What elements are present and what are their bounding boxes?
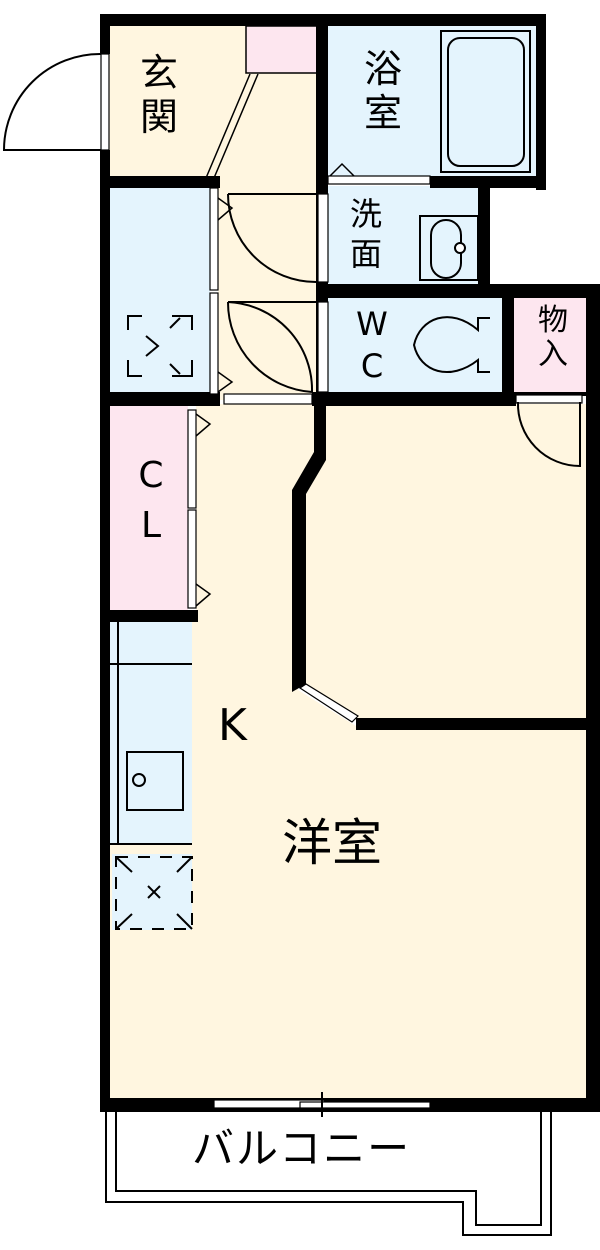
washroom-label-line2: 面	[349, 235, 382, 273]
laundry-area-floor	[110, 188, 210, 394]
closet-label-line1: C	[138, 455, 164, 496]
bathroom-label: 浴 室	[358, 50, 408, 132]
closet-floor	[110, 406, 188, 610]
closet-door-marks	[195, 413, 212, 607]
walls	[100, 14, 600, 1112]
hall-bottom-strip	[223, 393, 313, 405]
kitchen-counter	[110, 622, 192, 844]
storage-door-swing	[516, 401, 581, 468]
balcony-label: バルコニー	[192, 1124, 412, 1173]
western-room-upper-floor	[304, 404, 586, 718]
toilet-label-line2: C	[360, 347, 384, 385]
floor-fills	[108, 25, 586, 1100]
storage-floor	[514, 298, 586, 392]
toilet-icon	[412, 316, 490, 373]
wc-door-strip	[317, 301, 329, 393]
laundry-curtain-strip-2	[209, 292, 219, 395]
openings	[100, 53, 583, 1109]
closet-door-strip-1	[187, 409, 197, 509]
bath-door-strip	[327, 175, 431, 185]
toilet-label: W C	[348, 308, 396, 382]
entrance-slope-line	[205, 73, 259, 179]
laundry-door-marks	[217, 197, 234, 393]
storage-label: 物 入	[528, 306, 578, 370]
storage-label-line1: 物	[538, 303, 568, 338]
main-room-floor	[110, 404, 586, 1100]
washroom-door-swing	[227, 193, 318, 283]
entrance-label-line2: 関	[139, 95, 178, 139]
hallway-floor	[218, 182, 322, 400]
wc-door-swing	[226, 301, 318, 393]
washroom-label: 洗 面	[344, 198, 388, 270]
laundry-curtain-strip-1	[209, 187, 219, 291]
fixtures	[110, 30, 531, 930]
bathroom-label-line1: 浴	[363, 47, 402, 91]
balcony-window-2	[299, 1101, 431, 1109]
entrance-label: 玄 関	[134, 54, 184, 136]
washing-machine-space-icon	[127, 315, 193, 377]
washroom-floor	[328, 186, 478, 284]
washroom-door-strip	[317, 193, 329, 283]
washroom-label-line1: 洗	[349, 195, 382, 233]
door-swings	[2, 52, 581, 607]
bathtub-icon	[440, 30, 531, 173]
refrigerator-space-icon	[115, 856, 193, 930]
bathroom-label-line2: 室	[363, 91, 402, 135]
bathroom-floor	[328, 26, 536, 178]
closet-door-strip-2	[187, 509, 197, 609]
bath-entry-mark	[329, 162, 355, 177]
room-sliding-door	[298, 683, 359, 723]
washbasin-icon	[419, 215, 479, 281]
entrance-label-line1: 玄	[139, 51, 178, 95]
shoe-cabinet	[245, 25, 319, 74]
western-room-label: 洋室	[282, 814, 382, 872]
kitchen-label: K	[218, 700, 247, 751]
storage-door-strip	[515, 394, 583, 404]
toilet-label-line1: W	[356, 305, 388, 343]
entry-door-swing	[2, 52, 102, 151]
closet-label: C L	[128, 458, 174, 544]
balcony-outline	[105, 1092, 552, 1236]
entry-door-frame	[100, 53, 110, 151]
storage-label-line2: 入	[538, 337, 568, 372]
kitchen-sink-icon	[110, 622, 192, 845]
closet-label-line2: L	[140, 505, 162, 546]
